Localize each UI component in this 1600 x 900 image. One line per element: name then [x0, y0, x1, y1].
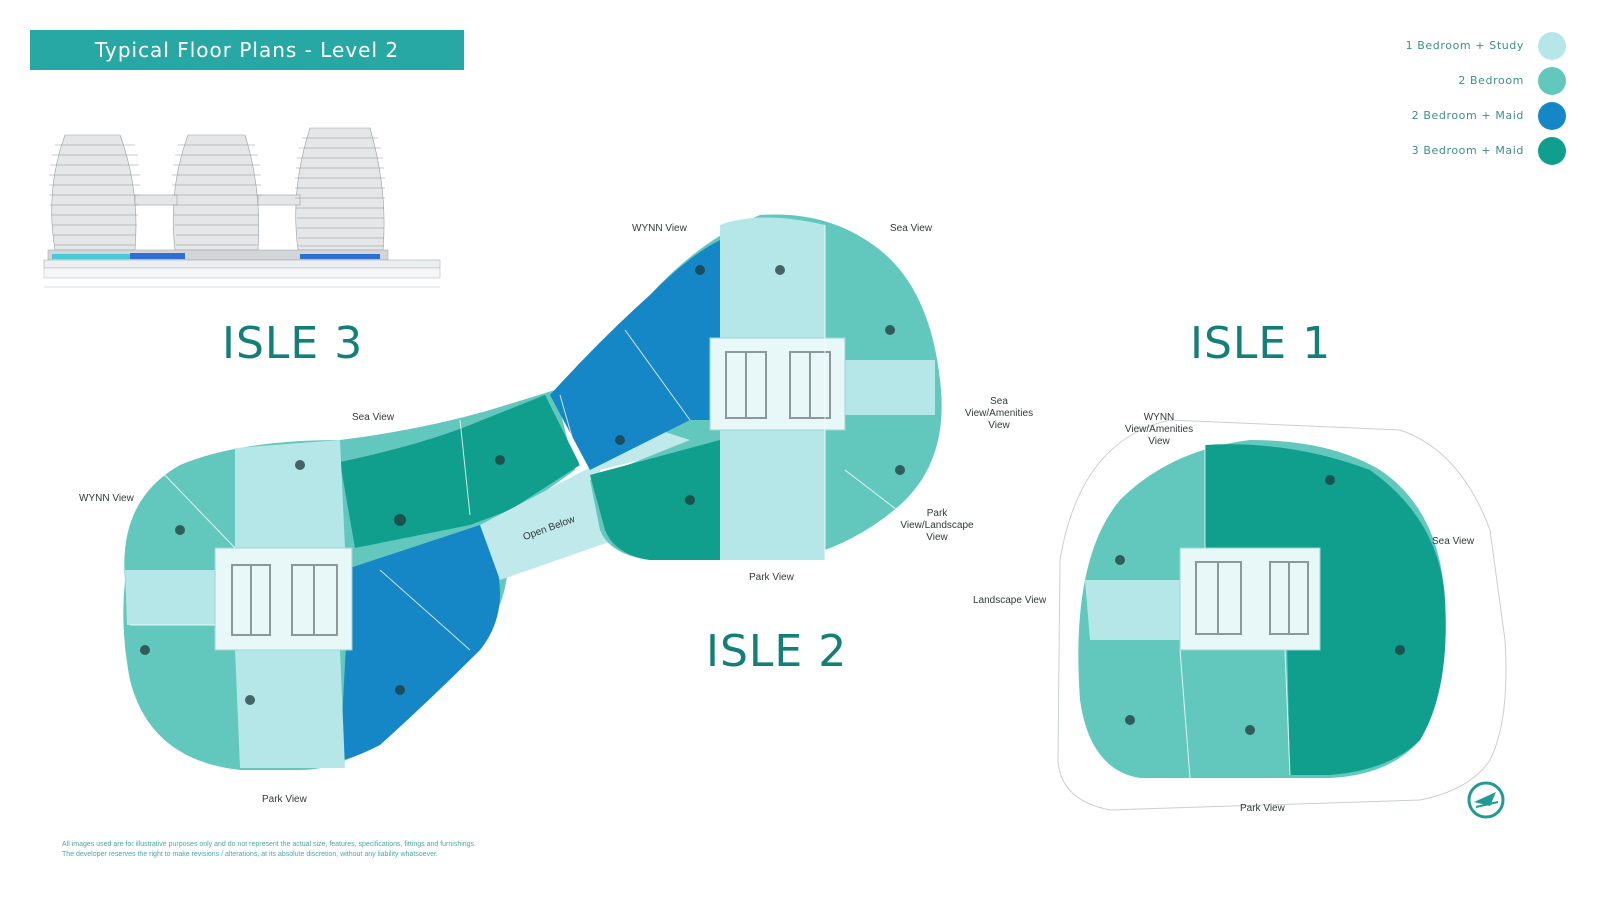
view-label: Landscape View — [973, 595, 1047, 606]
view-label: Park View — [749, 572, 794, 583]
view-label-park-landscape: Park View/Landscape View — [900, 508, 974, 543]
legend-item-2br: 2 Bedroom — [1266, 63, 1566, 98]
view-label: Sea View — [1432, 536, 1475, 547]
view-label: Park View — [262, 794, 307, 805]
unit-type-legend: 1 Bedroom + Study 2 Bedroom 2 Bedroom + … — [1266, 28, 1566, 168]
legend-swatch — [1538, 31, 1566, 60]
legend-swatch — [1538, 101, 1566, 130]
legend-label: 2 Bedroom — [1458, 74, 1524, 87]
view-label: WYNN View — [79, 493, 134, 504]
isle-3-label: ISLE 3 — [222, 318, 364, 369]
legend-item-2br-maid: 2 Bedroom + Maid — [1266, 98, 1566, 133]
view-label: Park View — [1240, 803, 1285, 814]
brand-logo-icon — [1467, 781, 1505, 819]
view-label-wynn-amenities: WYNN View/Amenities View — [1124, 412, 1194, 447]
isle-2-label: ISLE 2 — [706, 626, 848, 677]
view-label: Sea View — [352, 412, 395, 423]
legend-swatch — [1538, 136, 1566, 165]
page-title: Typical Floor Plans - Level 2 — [30, 30, 464, 70]
legend-item-3br-maid: 3 Bedroom + Maid — [1266, 133, 1566, 168]
view-label: WYNN View — [632, 223, 687, 234]
isle-2-plan — [550, 214, 942, 560]
view-label-sea-amenities: Sea View/Amenities View — [964, 396, 1034, 431]
legend-label: 1 Bedroom + Study — [1405, 39, 1524, 52]
legend-label: 2 Bedroom + Maid — [1411, 109, 1524, 122]
isle-1-label: ISLE 1 — [1190, 318, 1332, 369]
disclaimer: All images used are for illustrative pur… — [62, 841, 477, 858]
legend-item-1br-study: 1 Bedroom + Study — [1266, 28, 1566, 63]
isle-1-plan — [1057, 419, 1507, 811]
building-elevation — [43, 127, 441, 288]
legend-label: 3 Bedroom + Maid — [1411, 144, 1524, 157]
isle-3-plan — [123, 390, 580, 770]
view-label: Sea View — [890, 223, 933, 234]
legend-swatch — [1538, 66, 1566, 95]
